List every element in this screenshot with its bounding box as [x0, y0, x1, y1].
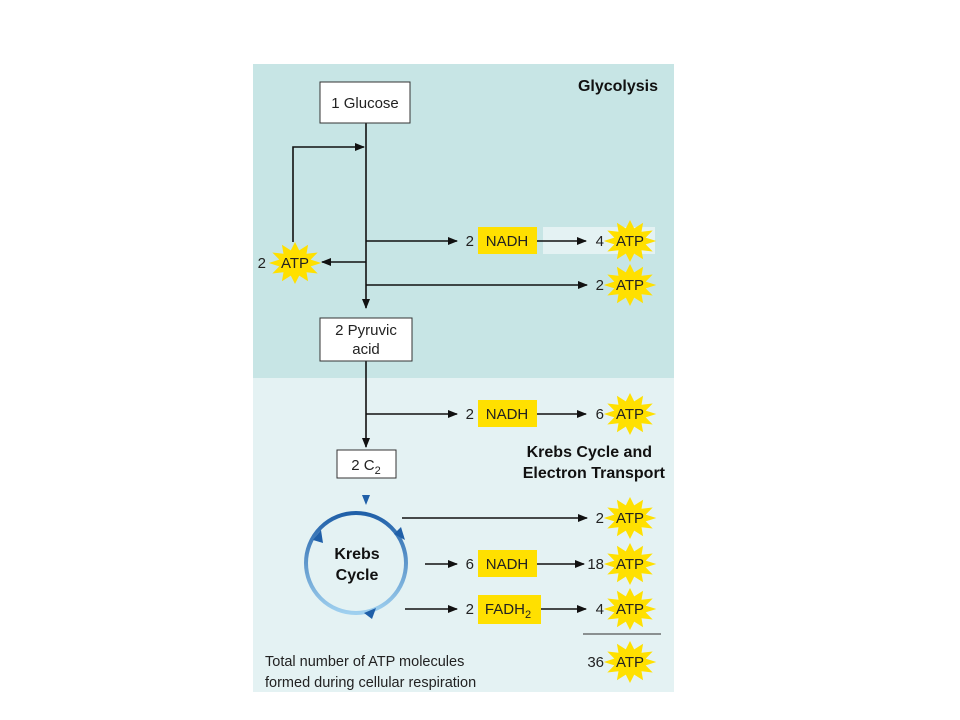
atp-burst: ATP: [603, 220, 657, 262]
krebs-nadh-atp-count: 18: [587, 556, 604, 573]
atp-burst: ATP: [268, 242, 322, 284]
pyruvic-acid-label-line1: 2 Pyruvic: [335, 322, 397, 339]
atp-burst-shape: [268, 242, 322, 284]
glycolysis-panel: [253, 64, 674, 378]
krebs-cycle-label-line2: Cycle: [336, 567, 379, 584]
atp-loop-line: [292, 143, 365, 242]
krebs-fadh-count: 2: [466, 601, 474, 618]
krebs-nadh-count: 6: [466, 556, 474, 573]
atp-burst-shape: [603, 220, 657, 262]
pyruvate-nadh-count: 2: [466, 406, 474, 423]
glycolysis-nadh-label: NADH: [486, 233, 529, 250]
atp-burst: ATP: [603, 393, 657, 435]
atp-label: ATP: [616, 233, 644, 250]
atp-burst: ATP: [603, 543, 657, 585]
glycolysis-title: Glycolysis: [578, 78, 658, 95]
krebs-panel: [253, 378, 674, 692]
atp-label: ATP: [616, 654, 644, 671]
atp-burst-shape: [603, 588, 657, 630]
footer-line2: formed during cellular respiration: [265, 675, 476, 691]
atp-label: ATP: [281, 255, 309, 272]
krebs-fadh-atp-count: 4: [596, 601, 604, 618]
atp-burst-shape: [603, 393, 657, 435]
c2-label: 2 C2: [351, 457, 380, 477]
atp-burst-shape: [603, 264, 657, 306]
total-atp-count: 36: [587, 654, 604, 671]
footer-line1: Total number of ATP molecules: [265, 654, 464, 670]
atp-label: ATP: [616, 510, 644, 527]
glucose-box: [319, 81, 411, 124]
glycolysis-nadh-count: 2: [466, 233, 474, 250]
atp-label: ATP: [616, 406, 644, 423]
atp-burst: ATP: [603, 588, 657, 630]
atp-burst: ATP: [603, 497, 657, 539]
atp-burst: ATP: [603, 264, 657, 306]
pyruvic-acid-label-line2: acid: [352, 341, 380, 358]
cycle-arrowhead-top: [394, 527, 405, 540]
krebs-title-line2: Electron Transport: [523, 465, 666, 482]
pyruvate-nadh-atp-count: 6: [596, 406, 604, 423]
pyruvic-acid-box: [319, 317, 413, 362]
glycolysis-nadh-atp-count: 4: [596, 233, 604, 250]
krebs-title-line1: Krebs Cycle and: [527, 444, 652, 461]
krebs-nadh-highlight: [478, 550, 537, 577]
glycolysis-nadh-highlight: [478, 227, 537, 254]
cycle-arrowhead-left: [313, 530, 323, 543]
pyruvate-nadh-label: NADH: [486, 406, 529, 423]
glucose-label: 1 Glucose: [331, 95, 399, 112]
atp-invested-count: 2: [258, 255, 266, 272]
atp-label: ATP: [616, 601, 644, 618]
cycle-arrowhead-bottom: [364, 608, 376, 619]
pyruvate-nadh-highlight: [478, 400, 537, 427]
atp-burst-shape: [603, 641, 657, 683]
atp-label: ATP: [616, 556, 644, 573]
atp-label: ATP: [616, 277, 644, 294]
krebs-fadh-highlight: [478, 595, 541, 624]
atp-burst-shape: [603, 543, 657, 585]
krebs-direct-atp-count: 2: [596, 510, 604, 527]
atp-burst-shape: [603, 497, 657, 539]
krebs-cycle-ring: [304, 511, 408, 615]
c2-box: [336, 449, 397, 479]
krebs-fadh-label: FADH2: [485, 601, 531, 621]
glycolysis-direct-atp-count: 2: [596, 277, 604, 294]
krebs-nadh-label: NADH: [486, 556, 529, 573]
krebs-cycle-label-line1: Krebs: [334, 546, 379, 563]
atp-burst: ATP: [603, 641, 657, 683]
